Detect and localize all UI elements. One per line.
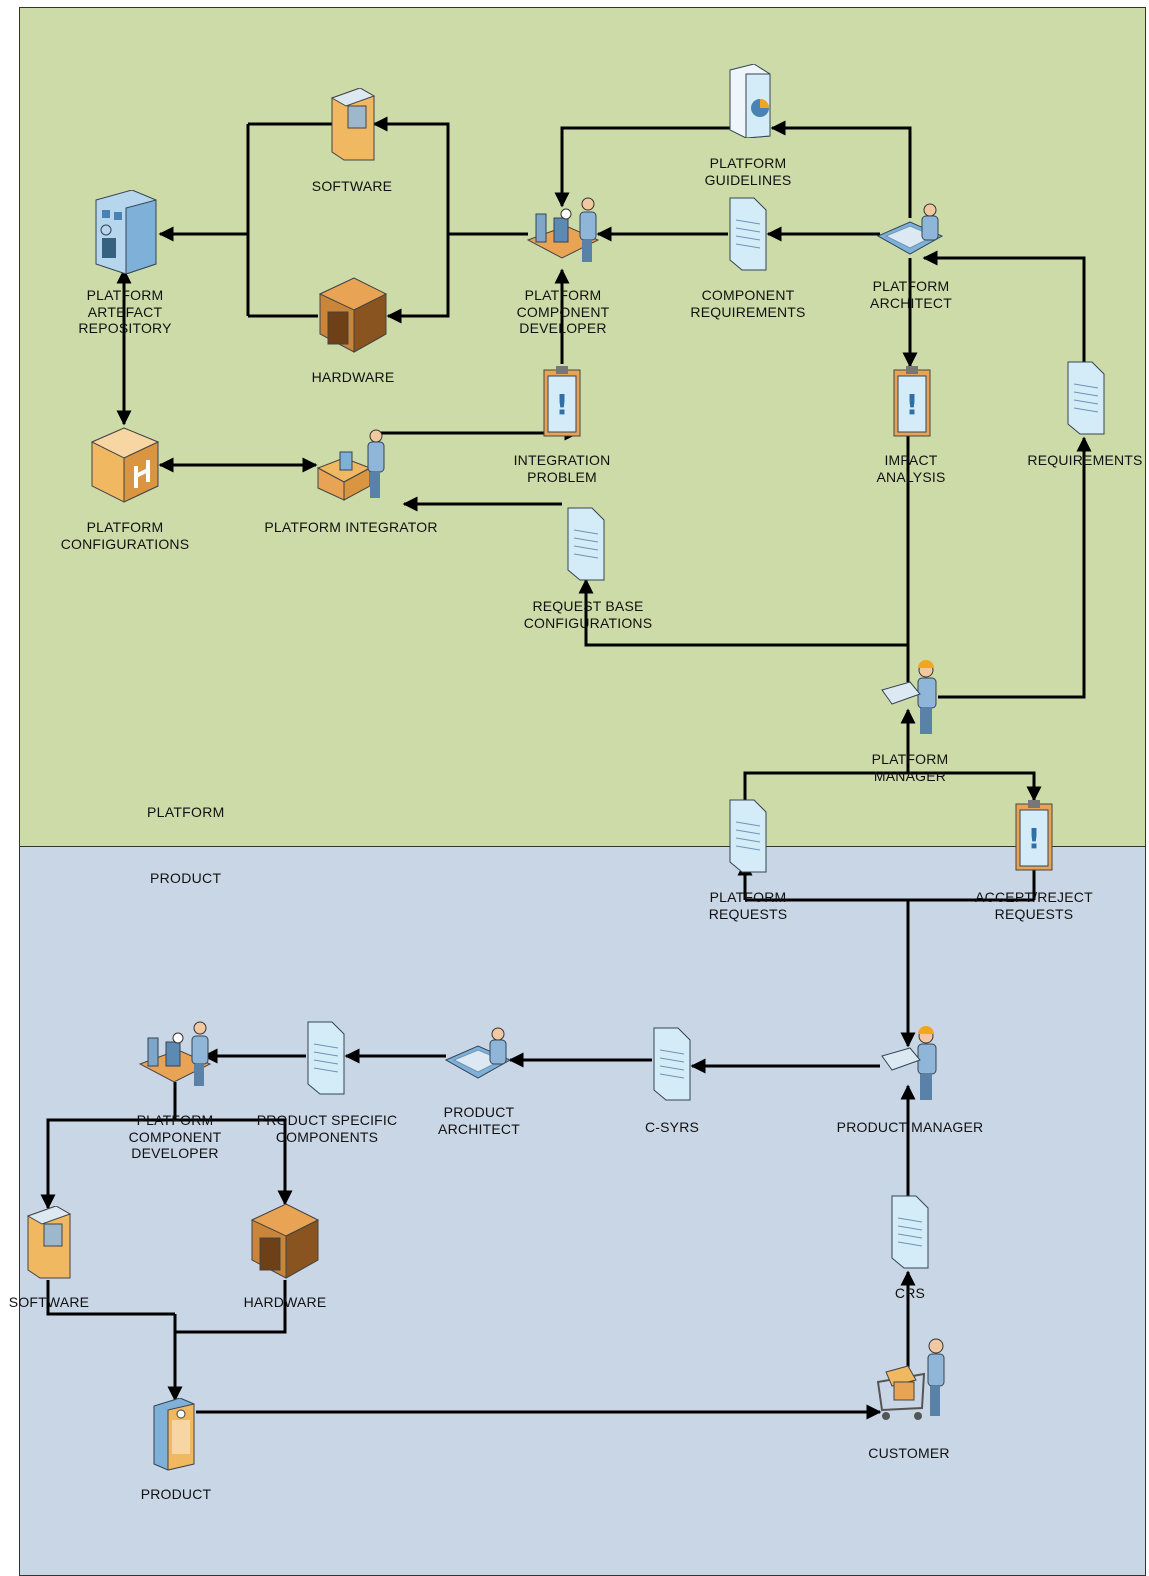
node-integration-problem: INTEGRATION PROBLEM [514,452,611,485]
node-platform-manager: PLATFORM MANAGER [872,751,949,784]
document-chart-icon [728,64,772,143]
node-request-base-configurations: REQUEST BASE CONFIGURATIONS [524,598,653,631]
arrow-developer-to-software [374,124,528,234]
svg-text:!: ! [1028,822,1041,855]
document-icon [306,1020,346,1101]
node-product: PRODUCT [141,1486,212,1503]
node-hardware-top: HARDWARE [312,369,395,386]
assembly-worker-icon [526,196,600,275]
node-customer: CUSTOMER [868,1445,949,1462]
package-icon [90,426,160,509]
arrow-developer-to-hardware [388,234,448,316]
shopping-cart-customer-icon [872,1336,948,1427]
line-platform-requests-to-manager [745,773,908,860]
node-crs: CRS [895,1285,925,1302]
manager-hardhat-icon [880,1026,942,1109]
architect-drafting-icon [876,202,946,263]
node-platform-component-developer-top: PLATFORM COMPONENT DEVELOPER [517,287,610,337]
product-box-icon [152,1398,196,1477]
node-platform-component-developer-bottom: PLATFORM COMPONENT DEVELOPER [129,1112,222,1162]
node-platform-guidelines: PLATFORM GUIDELINES [705,155,792,188]
svg-text:!: ! [906,388,919,421]
clipboard-alert-icon: ! [542,362,582,445]
architect-drafting-icon [444,1026,514,1087]
node-requirements: REQUIREMENTS [1027,452,1142,469]
clipboard-alert-icon: ! [1014,796,1054,879]
node-impact-analysis: IMPACT ANALYSIS [876,452,945,485]
node-product-specific-components: PRODUCT SPECIFIC COMPONENTS [257,1112,398,1145]
clipboard-alert-icon: ! [892,362,932,445]
document-icon [566,506,606,587]
document-icon [728,798,768,879]
node-hardware-bottom: HARDWARE [244,1294,327,1311]
document-icon [890,1194,930,1275]
node-platform-configurations: PLATFORM CONFIGURATIONS [61,519,190,552]
floppy-disk-icon [26,1206,72,1285]
floppy-disk-icon [330,88,376,167]
cardboard-box-icon [318,276,388,359]
building-icon [92,190,158,279]
assembly-worker-icon [138,1020,212,1099]
integrator-worker-icon [314,428,390,507]
node-product-architect: PRODUCT ARCHITECT [438,1104,520,1137]
manager-hardhat-icon [880,660,942,743]
node-component-requirements: COMPONENT REQUIREMENTS [690,287,805,320]
node-platform-architect: PLATFORM ARCHITECT [870,278,952,311]
document-icon [652,1026,692,1107]
node-accept-reject-requests: ACCEPT/REJECT REQUESTS [975,889,1093,922]
arrow-manager-to-requirements [938,438,1084,697]
node-platform-integrator: PLATFORM INTEGRATOR [264,519,437,536]
document-icon [1066,360,1106,441]
node-software-top: SOFTWARE [312,178,392,195]
cardboard-box-icon [250,1202,320,1285]
node-platform-requests: PLATFORM REQUESTS [709,889,788,922]
node-c-syrs: C-SYRS [645,1119,699,1136]
node-software-bottom: SOFTWARE [9,1294,89,1311]
node-product-manager: PRODUCT MANAGER [837,1119,984,1136]
document-icon [728,196,768,277]
node-platform-artefact-repository: PLATFORM ARTEFACT REPOSITORY [78,287,171,337]
svg-text:!: ! [556,388,569,421]
